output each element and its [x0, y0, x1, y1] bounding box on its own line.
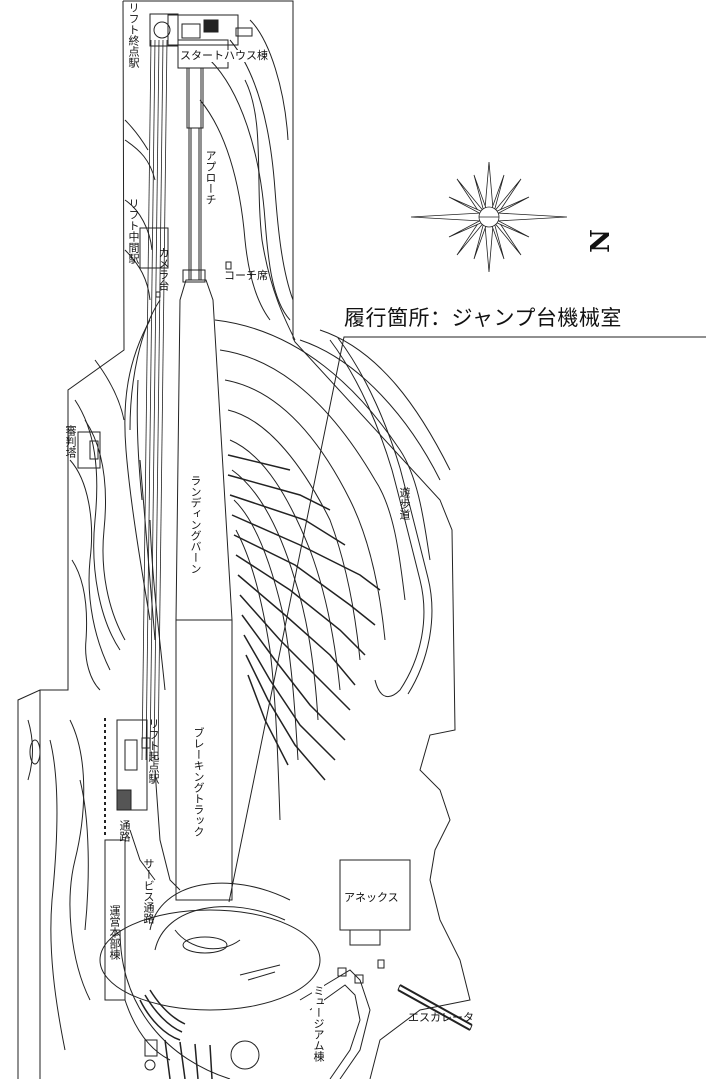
museum-building — [299, 969, 371, 1079]
judge-tower-box — [77, 431, 101, 469]
label-lift-top-station: リフト終点駅 — [127, 2, 140, 68]
start-house-box — [167, 14, 239, 46]
label-lift-mid-station: リフト中間駅 — [127, 198, 140, 264]
lift-top-station-box — [149, 13, 179, 47]
label-walkway: 遊歩道 — [398, 487, 411, 520]
landing-hill-outline — [175, 279, 233, 901]
site-boundary — [17, 0, 471, 1079]
approach-inrun — [188, 68, 202, 280]
north-label: N — [585, 229, 616, 253]
label-admin-building: 運営本部棟 — [108, 905, 121, 960]
lift-line — [141, 39, 168, 761]
label-coach-seat: コーチ席 — [224, 269, 268, 282]
label-braking-track: ブレーキングトラック — [192, 727, 205, 837]
compass-rose — [410, 161, 568, 273]
escalator — [397, 984, 473, 1031]
label-lift-start-station: リフト起点駅 — [147, 718, 160, 784]
label-annex: アネックス — [344, 891, 399, 904]
label-passage: 通路 — [118, 820, 131, 842]
lift-start-station — [116, 719, 148, 811]
label-start-house: スタートハウス棟 — [180, 49, 268, 62]
label-service-passage: サービス通路 — [142, 858, 155, 924]
walkway-path — [329, 339, 425, 698]
label-escalator: エスカレータ — [408, 1011, 474, 1024]
callout-label: 履行箇所：ジャンプ台機械室 — [344, 306, 622, 330]
label-approach: アプローチ — [204, 150, 217, 205]
label-landing-burn: ランディングバーン — [189, 475, 202, 574]
callout-leader — [228, 336, 706, 903]
label-museum-building: ミュージアム棟 — [312, 985, 325, 1062]
label-judge-tower: 審判塔 — [64, 425, 77, 458]
outrun-oval — [99, 909, 321, 1011]
label-camera-stand: カメラ台 — [157, 247, 170, 291]
annex-building — [339, 859, 411, 931]
